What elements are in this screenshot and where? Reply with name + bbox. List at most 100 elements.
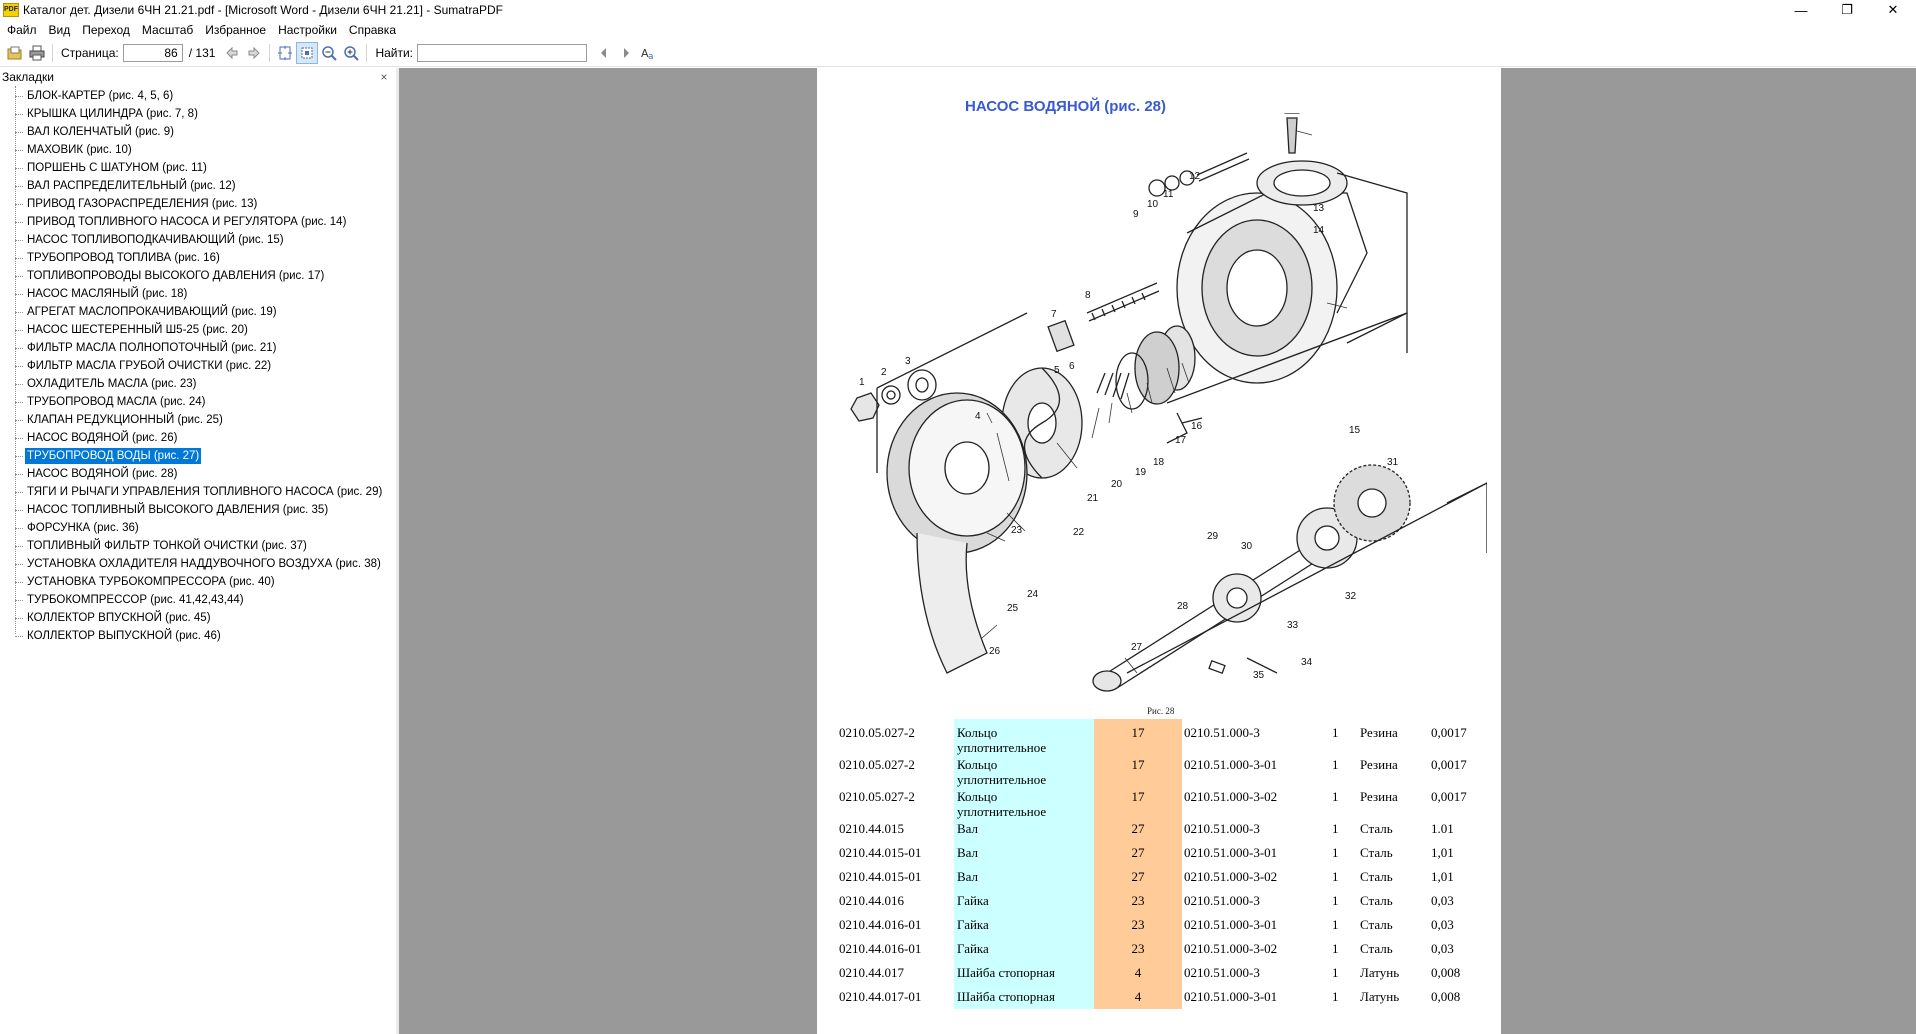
bookmark-item[interactable]: ФОРСУНКА (рис. 36) [0, 519, 396, 537]
bookmarks-sidebar: Закладки × БЛОК-КАРТЕР (рис. 4, 5, 6) КР… [0, 68, 396, 1034]
part-position: 23 [1131, 917, 1145, 932]
minimize-button[interactable]: — [1794, 2, 1808, 18]
position-column-highlight [1094, 719, 1182, 1009]
bookmark-item[interactable]: ПРИВОД ГАЗОРАСПРЕДЕЛЕНИЯ (рис. 13) [0, 195, 396, 213]
bookmark-item[interactable]: ТЯГИ И РЫЧАГИ УПРАВЛЕНИЯ ТОПЛИВНОГО НАСО… [0, 483, 396, 501]
part-code: 0210.44.016-01 [839, 917, 922, 932]
toolbar: Страница: / 131 Найти: Aa [0, 40, 1916, 67]
part-name: Вал [957, 869, 979, 884]
bookmark-item[interactable]: АГРЕГАТ МАСЛОПРОКАЧИВАЮЩИЙ (рис. 19) [0, 303, 396, 321]
bookmark-label: ТУРБОКОМПРЕССОР (рис. 41,42,43,44) [27, 594, 244, 606]
zoom-out-icon[interactable] [318, 42, 340, 64]
find-previous-icon[interactable] [593, 42, 615, 64]
bookmark-item[interactable]: КОЛЛЕКТОР ВЫПУСКНОЙ (рис. 46) [0, 627, 396, 645]
previous-page-icon[interactable] [221, 42, 243, 64]
menu-goto[interactable]: Переход [82, 23, 130, 37]
callout-label: 15 [1349, 425, 1361, 436]
part-code: 0210.44.017-01 [839, 989, 922, 1004]
print-icon[interactable] [26, 42, 48, 64]
bookmark-item[interactable]: КРЫШКА ЦИЛИНДРА (рис. 7, 8) [0, 105, 396, 123]
find-label: Найти: [375, 46, 414, 60]
bookmark-label: ВАЛ КОЛЕНЧАТЫЙ (рис. 9) [27, 126, 174, 138]
bookmark-item-selected[interactable]: ТРУБОПРОВОД ВОДЫ (рис. 27) [0, 447, 396, 465]
bookmark-item[interactable]: ВАЛ РАСПРЕДЕЛИТЕЛЬНЫЙ (рис. 12) [0, 177, 396, 195]
bookmark-item[interactable]: ОХЛАДИТЕЛЬ МАСЛА (рис. 23) [0, 375, 396, 393]
sidebar-splitter[interactable] [396, 68, 399, 1034]
menu-file[interactable]: Файл [7, 23, 37, 37]
part-name-line: Кольцо [957, 757, 998, 772]
part-quantity: 1 [1332, 869, 1339, 884]
part-code: 0210.44.017 [839, 965, 904, 980]
bookmark-item[interactable]: НАСОС ВОДЯНОЙ (рис. 28) [0, 465, 396, 483]
part-quantity: 1 [1332, 757, 1339, 772]
menu-zoom[interactable]: Масштаб [141, 23, 194, 37]
bookmark-item[interactable]: МАХОВИК (рис. 10) [0, 141, 396, 159]
menu-settings[interactable]: Настройки [278, 23, 337, 37]
toolbar-separator [52, 44, 53, 62]
sidebar-close-icon[interactable]: × [380, 70, 388, 84]
menu-view[interactable]: Вид [48, 23, 71, 37]
find-input[interactable] [417, 44, 588, 62]
page-number-input[interactable] [122, 44, 183, 62]
bookmark-item[interactable]: ФИЛЬТР МАСЛА ГРУБОЙ ОЧИСТКИ (рис. 22) [0, 357, 396, 375]
bookmark-item[interactable]: ТОПЛИВНЫЙ ФИЛЬТР ТОНКОЙ ОЧИСТКИ (рис. 37… [0, 537, 396, 555]
bookmark-item[interactable]: ТУРБОКОМПРЕССОР (рис. 41,42,43,44) [0, 591, 396, 609]
part-code: 0210.44.016-01 [839, 941, 922, 956]
bookmark-item[interactable]: ПРИВОД ТОПЛИВНОГО НАСОСА И РЕГУЛЯТОРА (р… [0, 213, 396, 231]
document-canvas[interactable]: НАСОС ВОДЯНОЙ (рис. 28) [399, 68, 1916, 1034]
part-name: Вал [957, 845, 979, 860]
next-page-icon[interactable] [243, 42, 265, 64]
bookmark-item[interactable]: КОЛЛЕКТОР ВПУСКНОЙ (рис. 45) [0, 609, 396, 627]
part-material: Сталь [1360, 821, 1393, 836]
bookmark-label: КРЫШКА ЦИЛИНДРА (рис. 7, 8) [27, 108, 198, 120]
bookmark-label: ОХЛАДИТЕЛЬ МАСЛА (рис. 23) [27, 378, 197, 390]
callout-label: 12 [1189, 171, 1201, 182]
part-quantity: 1 [1332, 941, 1339, 956]
bookmark-item[interactable]: НАСОС ТОПЛИВНЫЙ ВЫСОКОГО ДАВЛЕНИЯ (рис. … [0, 501, 396, 519]
menu-favorites[interactable]: Избранное [205, 23, 267, 37]
zoom-in-icon[interactable] [340, 42, 362, 64]
bookmark-item[interactable]: ТРУБОПРОВОД ТОПЛИВА (рис. 16) [0, 249, 396, 267]
bookmark-item[interactable]: НАСОС ВОДЯНОЙ (рис. 26) [0, 429, 396, 447]
bookmark-item[interactable]: ТРУБОПРОВОД МАСЛА (рис. 24) [0, 393, 396, 411]
bookmark-label: ФИЛЬТР МАСЛА ГРУБОЙ ОЧИСТКИ (рис. 22) [27, 360, 272, 372]
part-quantity: 1 [1332, 821, 1339, 836]
callout-label: 19 [1135, 467, 1147, 478]
bookmark-item[interactable]: ВАЛ КОЛЕНЧАТЫЙ (рис. 9) [0, 123, 396, 141]
bookmark-item[interactable]: УСТАНОВКА ОХЛАДИТЕЛЯ НАДДУВОЧНОГО ВОЗДУХ… [0, 555, 396, 573]
bookmark-item[interactable]: БЛОК-КАРТЕР (рис. 4, 5, 6) [0, 87, 396, 105]
menu-help[interactable]: Справка [348, 23, 396, 37]
bookmark-label: ПРИВОД ГАЗОРАСПРЕДЕЛЕНИЯ (рис. 13) [27, 198, 258, 210]
bookmark-item[interactable]: ТОПЛИВОПРОВОДЫ ВЫСОКОГО ДАВЛЕНИЯ (рис. 1… [0, 267, 396, 285]
bookmark-item[interactable]: ФИЛЬТР МАСЛА ПОЛНОПОТОЧНЫЙ (рис. 21) [0, 339, 396, 357]
bookmark-label: ТРУБОПРОВОД ТОПЛИВА (рис. 16) [27, 252, 220, 264]
bookmark-item[interactable]: КЛАПАН РЕДУКЦИОННЫЙ (рис. 25) [0, 411, 396, 429]
menu-bar: Файл Вид Переход Масштаб Избранное Настр… [0, 20, 1916, 40]
part-position: 17 [1131, 789, 1145, 804]
part-name: Гайка [957, 893, 989, 908]
fit-page-icon[interactable] [274, 42, 296, 64]
bookmark-item[interactable]: НАСОС ТОПЛИВОПОДКАЧИВАЮЩИЙ (рис. 15) [0, 231, 396, 249]
figure-caption: Рис. 28 [1147, 706, 1175, 716]
bookmark-item[interactable]: УСТАНОВКА ТУРБОКОМПРЕССОРА (рис. 40) [0, 573, 396, 591]
callout-label: 8 [1085, 290, 1091, 301]
fit-width-icon[interactable] [296, 42, 319, 64]
close-button[interactable]: ✕ [1887, 2, 1899, 17]
part-assembly: 0210.51.000-3-01 [1184, 989, 1278, 1004]
maximize-button[interactable]: ❐ [1841, 2, 1853, 17]
name-column-highlight [954, 719, 1094, 1009]
open-file-icon[interactable] [4, 42, 26, 64]
part-assembly: 0210.51.000-3 [1184, 965, 1260, 980]
part-name: Гайка [957, 941, 989, 956]
callout-label: 20 [1111, 479, 1123, 490]
find-next-icon[interactable] [615, 42, 637, 64]
bookmark-item[interactable]: НАСОС ШЕСТЕРЕННЫЙ Ш5-25 (рис. 20) [0, 321, 396, 339]
callout-label: 13 [1313, 203, 1325, 214]
part-material: Резина [1360, 725, 1398, 740]
part-material: Сталь [1360, 917, 1393, 932]
bookmark-item[interactable]: НАСОС МАСЛЯНЫЙ (рис. 18) [0, 285, 396, 303]
bookmark-item[interactable]: ПОРШЕНЬ С ШАТУНОМ (рис. 11) [0, 159, 396, 177]
part-material: Сталь [1360, 869, 1393, 884]
part-material: Резина [1360, 789, 1398, 804]
